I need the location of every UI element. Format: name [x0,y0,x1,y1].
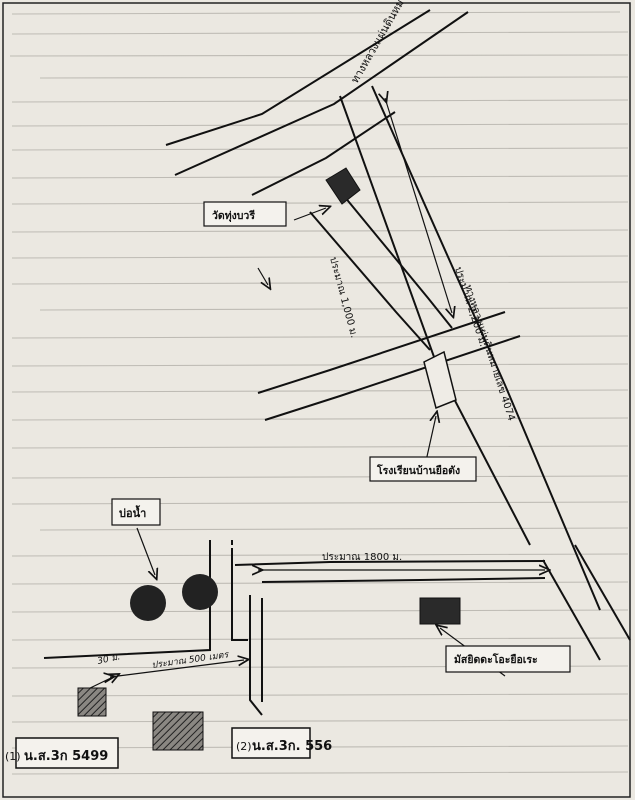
plot2-label-box [231,727,311,759]
school-label-box [369,456,477,482]
school-label: โรงเรียนบ้านยือตัง [376,464,460,477]
plot-access-road [43,540,546,716]
highway-4074-road [339,85,631,661]
hand-30m-note: 30 ม. [97,652,122,667]
distance-1800m-label: ประมาณ 1800 ม. [322,552,402,563]
distance-arrows [85,98,545,691]
school-building-icon [423,350,457,410]
mosque-label: มัสยิดดะโอะยือเระ [454,653,538,666]
direction-arrow-icon [385,98,452,313]
plot1-number: (1) [5,750,21,763]
wat-label-box [203,201,287,227]
plot-square-icon [152,711,204,751]
plot1-label: น.ส.3ก 5499 [24,749,108,764]
pond-circle-icon [130,585,166,621]
school-road [257,311,521,421]
mosque-label-box [445,645,571,673]
mosque-building-icon [419,597,461,625]
pond-label: บ่อน้ำ [119,505,146,520]
wat-label: วัดทุ่งบวรี [212,209,255,223]
plot-square-icon [77,687,107,717]
pond-circle-icon [182,574,218,610]
plot1-label-box [15,737,119,769]
pond-label-box [111,498,161,526]
wat-building-icon [325,167,361,205]
plot2-number: (2) [236,740,252,753]
distance-1000m-label: ประมาณ 1,000 ม. [327,256,359,339]
plot2-label: น.ส.3ก. 556 [252,739,332,754]
highway-42-road [165,9,469,196]
background-text-lines [9,11,629,775]
